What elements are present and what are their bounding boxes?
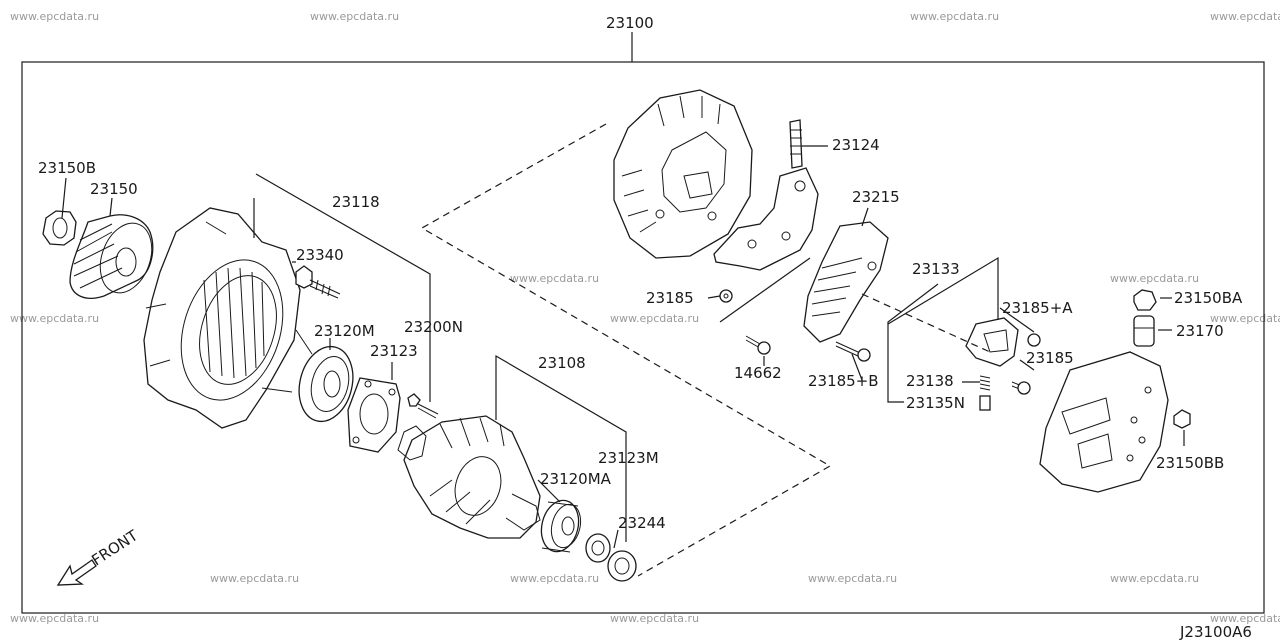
callout-23118[interactable]: 23118 — [332, 193, 380, 211]
callout-23108[interactable]: 23108 — [538, 354, 586, 372]
callout-23135n[interactable]: 23135N — [906, 394, 965, 412]
watermarks: www.epcdata.ru www.epcdata.ru www.epcdat… — [10, 10, 1280, 625]
front-arrow-icon — [56, 559, 97, 586]
front-housing-23118 — [143, 207, 313, 429]
watermark: www.epcdata.ru — [10, 312, 99, 325]
callout-23123m[interactable]: 23123M — [598, 449, 659, 467]
callout-23123[interactable]: 23123 — [370, 342, 418, 360]
watermark: www.epcdata.ru — [10, 10, 99, 23]
assembly-group-outline — [420, 123, 832, 577]
regulator-23215 — [803, 221, 889, 343]
callout-23185a[interactable]: 23185+A — [1002, 299, 1073, 317]
watermark: www.epcdata.ru — [10, 612, 99, 625]
diagram-code: J23100A6 — [1179, 623, 1252, 640]
watermark: www.epcdata.ru — [808, 572, 897, 585]
brush-holder-23133 — [965, 317, 1019, 367]
callout-23244[interactable]: 23244 — [618, 514, 666, 532]
bolt-23185a — [1027, 333, 1041, 347]
callout-23133[interactable]: 23133 — [912, 260, 960, 278]
watermark: www.epcdata.ru — [510, 272, 599, 285]
rear-cover — [1039, 351, 1169, 493]
assembly-callout[interactable]: 23100 — [606, 14, 654, 32]
watermark: www.epcdata.ru — [1110, 272, 1199, 285]
leader-lines — [61, 145, 1185, 549]
watermark: www.epcdata.ru — [1210, 612, 1280, 625]
callout-23150bb[interactable]: 23150BB — [1156, 454, 1224, 472]
watermark: www.epcdata.ru — [210, 572, 299, 585]
rear-housing — [613, 89, 753, 259]
retainer-plate-23123 — [347, 377, 401, 453]
screw-23340 — [295, 265, 341, 299]
spring-23138 — [979, 375, 991, 391]
ring-23123m — [585, 533, 611, 563]
watermark: www.epcdata.ru — [1210, 312, 1280, 325]
callout-23120m[interactable]: 23120M — [314, 322, 375, 340]
callout-23185b[interactable]: 23185+B — [808, 372, 879, 390]
callout-23185-rear[interactable]: 23185 — [1026, 349, 1074, 367]
callout-23150ba[interactable]: 23150BA — [1174, 289, 1243, 307]
watermark: www.epcdata.ru — [910, 10, 999, 23]
callout-23150[interactable]: 23150 — [90, 180, 138, 198]
pulley-nut-23150b — [42, 210, 77, 246]
watermark: www.epcdata.ru — [610, 312, 699, 325]
callout-23340[interactable]: 23340 — [296, 246, 344, 264]
callout-23124[interactable]: 23124 — [832, 136, 880, 154]
callout-23138[interactable]: 23138 — [906, 372, 954, 390]
screw-23200n — [407, 393, 439, 419]
rotor-23108 — [397, 415, 541, 539]
bolt-23185 — [719, 289, 733, 303]
watermark: www.epcdata.ru — [610, 612, 699, 625]
nut-23150ba — [1133, 289, 1157, 311]
washer-23244 — [607, 550, 637, 582]
bolt-23185-rear — [1011, 381, 1031, 395]
bolt-23185b — [835, 341, 871, 362]
terminal-23170 — [1133, 315, 1155, 347]
watermark: www.epcdata.ru — [1210, 10, 1280, 23]
callout-23200n[interactable]: 23200N — [404, 318, 463, 336]
bearing-23120m — [298, 345, 354, 423]
bolt-14662 — [745, 335, 771, 355]
brush-23135n — [979, 395, 991, 411]
watermark: www.epcdata.ru — [1110, 572, 1199, 585]
callout-23185[interactable]: 23185 — [646, 289, 694, 307]
callout-23120ma[interactable]: 23120MA — [540, 470, 612, 488]
watermark: www.epcdata.ru — [310, 10, 399, 23]
bearing-23120ma — [540, 499, 582, 553]
callout-14662[interactable]: 14662 — [734, 364, 782, 382]
callout-23215[interactable]: 23215 — [852, 188, 900, 206]
nut-23150bb — [1173, 409, 1191, 429]
pulley-23150 — [69, 214, 154, 299]
rectifier-23124 — [713, 119, 819, 271]
callout-23150b[interactable]: 23150B — [38, 159, 96, 177]
callout-23170[interactable]: 23170 — [1176, 322, 1224, 340]
diagram-frame — [21, 61, 1265, 614]
watermark: www.epcdata.ru — [510, 572, 599, 585]
front-label: FRONT — [88, 526, 141, 569]
callouts: 23150B 23150 23118 23340 23120M 23200N 2… — [38, 136, 1243, 532]
front-indicator: FRONT — [56, 526, 142, 586]
